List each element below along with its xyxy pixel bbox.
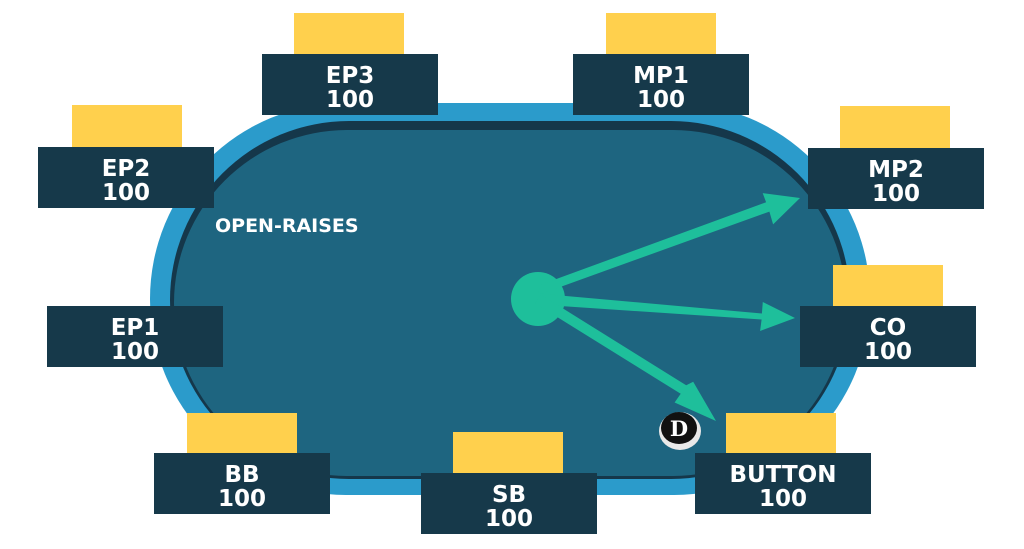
dealer-button-letter: D: [670, 416, 688, 441]
seat-box-sb: [421, 473, 597, 534]
seat-position-button: BUTTON: [730, 462, 837, 488]
arrow-to-mp2: [537, 193, 800, 296]
seat-position-ep2: EP2: [102, 156, 151, 182]
seat-box-co: [800, 306, 976, 367]
chip-stack-mp1: [606, 13, 716, 54]
seat-box-ep3: [262, 54, 438, 115]
dealer-button-face: [661, 412, 697, 444]
seat-stack-bb: 100: [218, 486, 266, 512]
chip-stack-ep3: [294, 13, 404, 54]
chip-stack-mp2: [840, 106, 950, 148]
seat-position-sb: SB: [492, 482, 526, 508]
seat-position-co: CO: [870, 315, 906, 341]
page-title: OPEN-RAISES: [215, 215, 359, 237]
chip-stacks: [72, 13, 950, 474]
dealer-button: D: [659, 412, 701, 450]
seat-stack-ep3: 100: [326, 87, 374, 113]
seat-stack-ep2: 100: [102, 180, 150, 206]
seat-box-mp1: [573, 54, 749, 115]
seat-stack-co: 100: [864, 339, 912, 365]
seat-boxes: [38, 54, 984, 534]
chip-stack-ep2: [72, 105, 182, 147]
seat-position-ep3: EP3: [326, 63, 375, 89]
seat-position-bb: BB: [224, 462, 259, 488]
seat-stack-sb: 100: [485, 506, 533, 532]
seat-labels: EP3 100 MP1 100 EP2 100 MP2 100 EP1 100 …: [102, 63, 924, 532]
raise-arrows: [511, 193, 800, 421]
seat-box-mp2: [808, 148, 984, 209]
seat-position-mp1: MP1: [633, 63, 689, 89]
arrow-to-co: [538, 293, 795, 331]
seat-box-bb: [154, 453, 330, 514]
seat-stack-mp1: 100: [637, 87, 685, 113]
chip-stack-co: [833, 265, 943, 307]
seat-stack-button: 100: [759, 486, 807, 512]
arrow-to-button: [535, 294, 716, 421]
seat-stack-ep1: 100: [111, 339, 159, 365]
seat-box-ep2: [38, 147, 214, 208]
seat-box-ep1: [47, 306, 223, 367]
chip-stack-bb: [187, 413, 297, 455]
seat-position-mp2: MP2: [868, 157, 924, 183]
chip-stack-button: [726, 413, 836, 455]
chip-stack-sb: [453, 432, 563, 474]
seat-stack-mp2: 100: [872, 181, 920, 207]
seat-position-ep1: EP1: [111, 315, 160, 341]
seat-box-button: [695, 453, 871, 514]
